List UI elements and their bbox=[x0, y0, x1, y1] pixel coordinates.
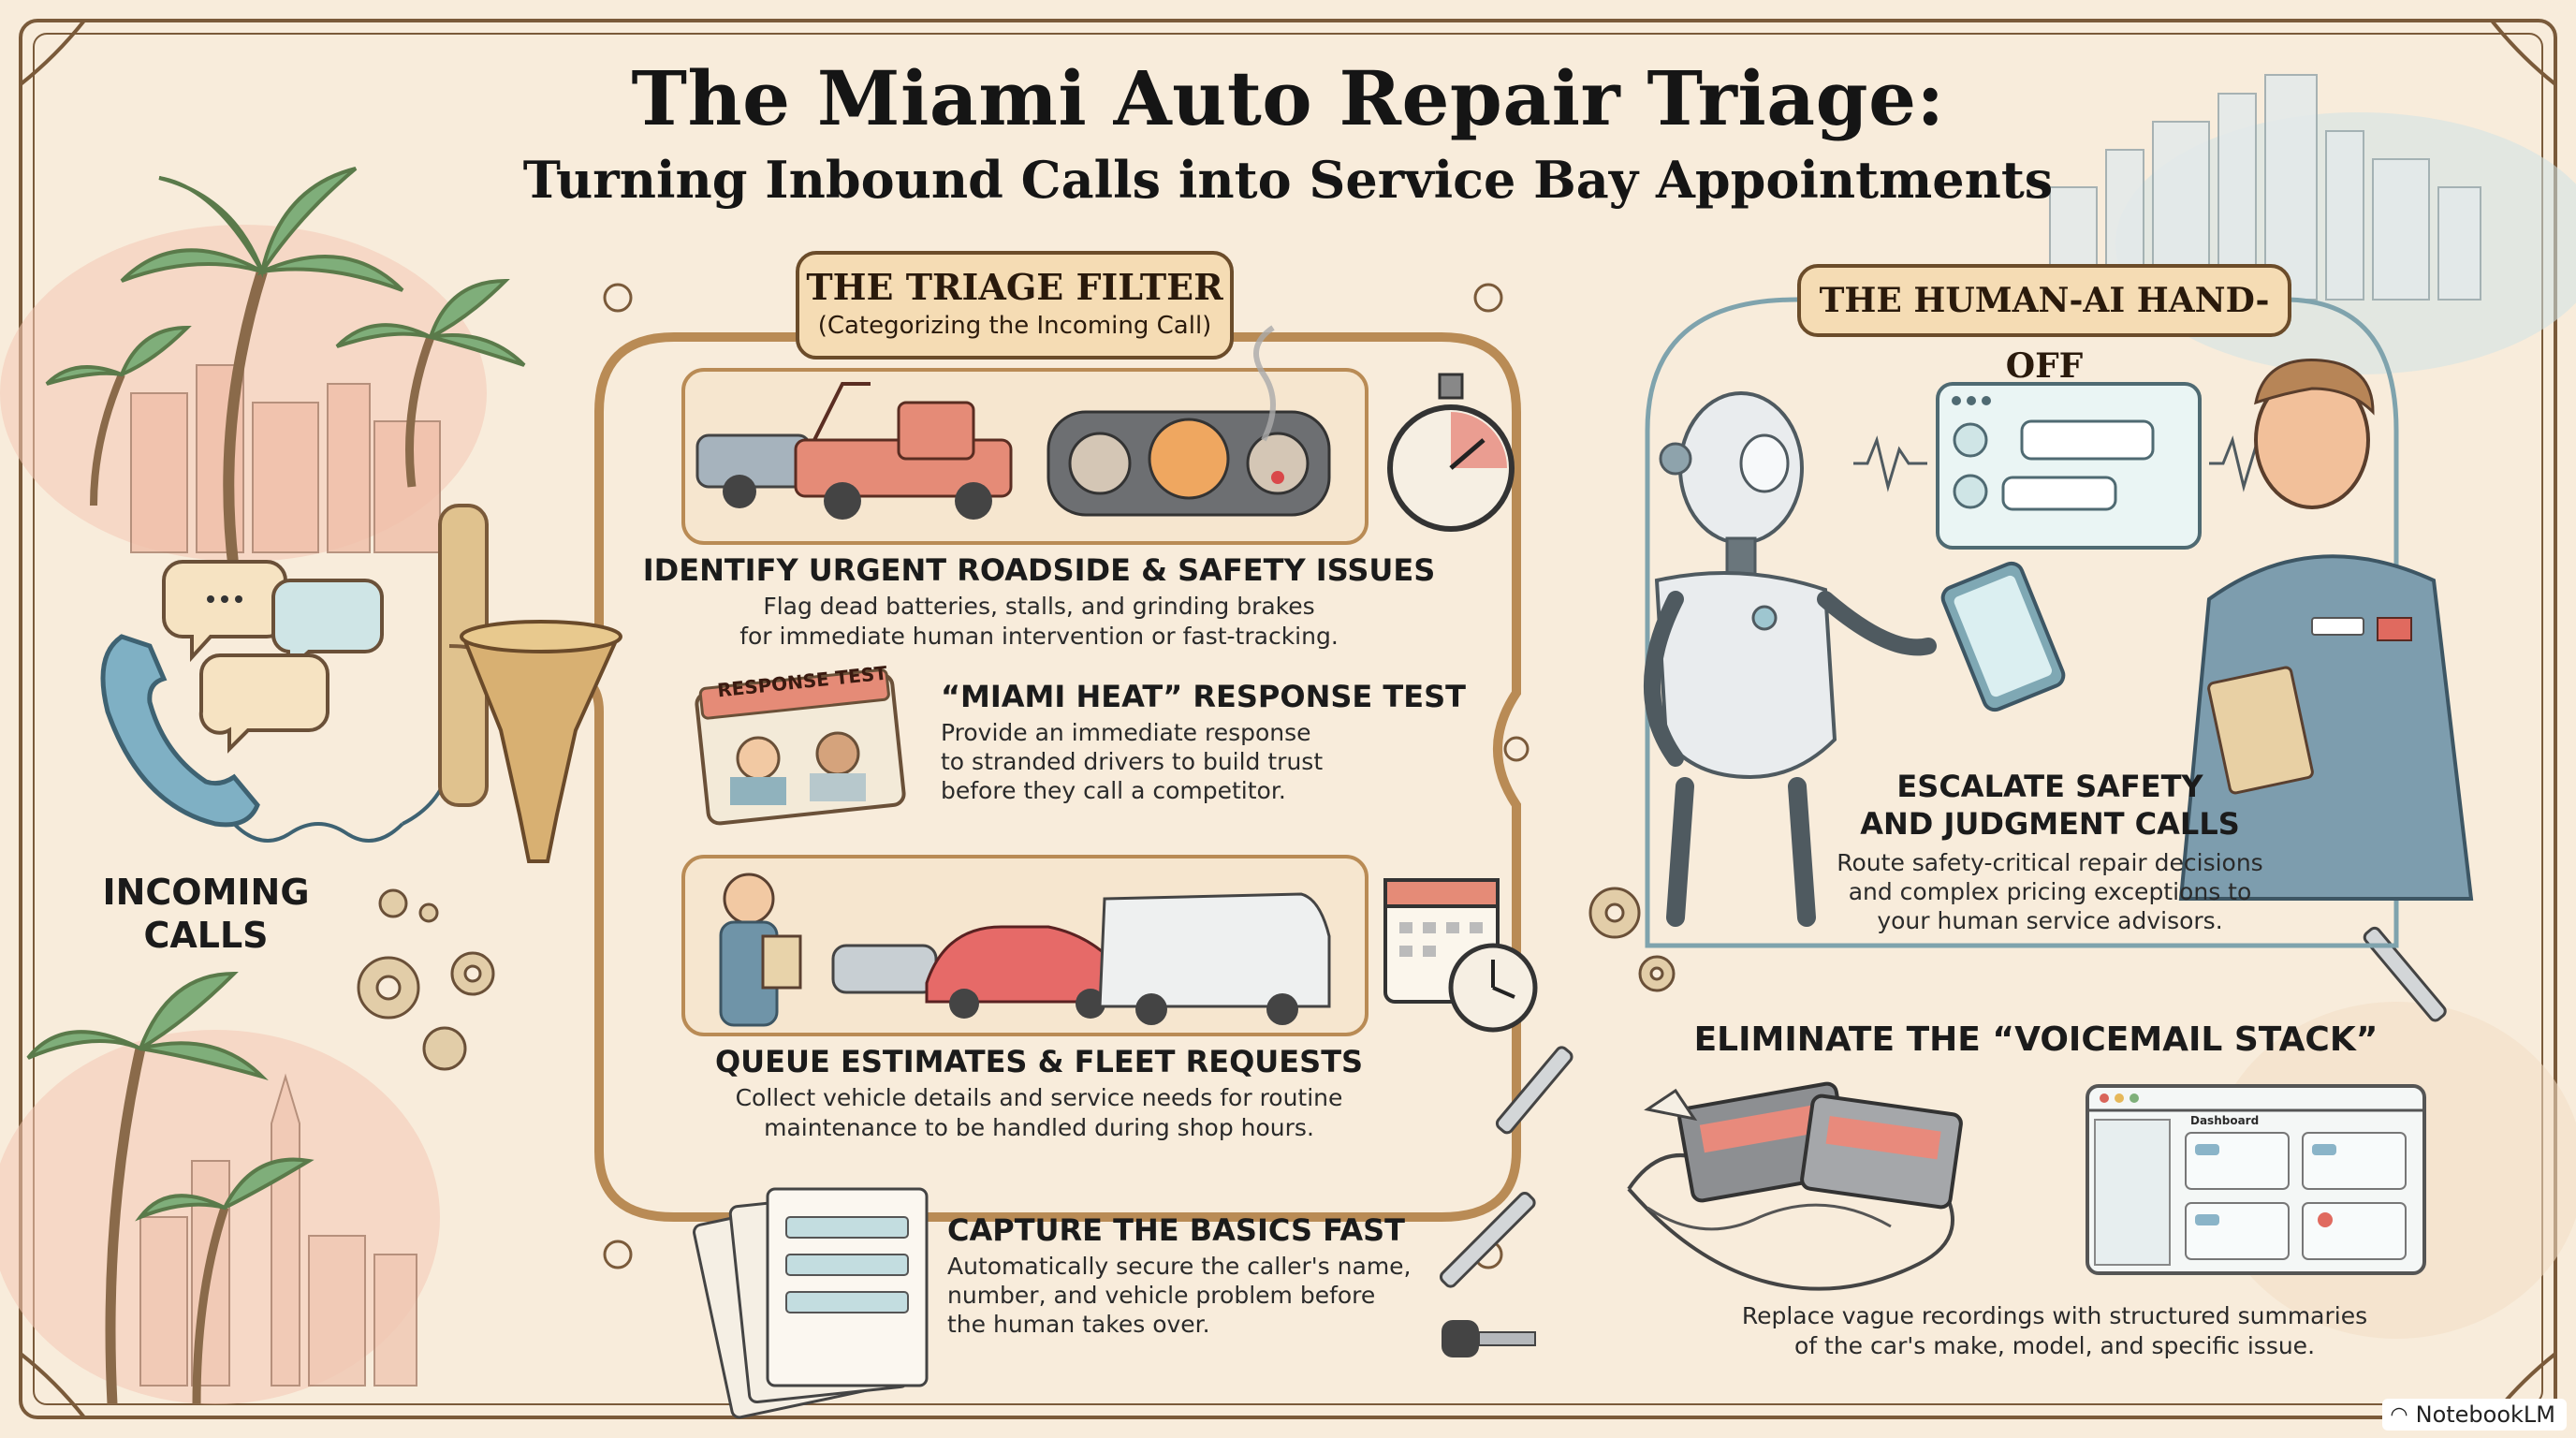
triage-item-line: Automatically secure the caller's name, bbox=[947, 1253, 1412, 1280]
speech-bubble-icon bbox=[162, 560, 384, 754]
notebooklm-badge: ◠ NotebookLM bbox=[2382, 1399, 2567, 1431]
handoff-heading-line2: AND JUDGMENT CALLS bbox=[1860, 806, 2240, 842]
car-icon bbox=[831, 925, 1125, 1019]
voicemail-line: of the car's make, model, and specific i… bbox=[1793, 1332, 2316, 1359]
triage-item-heading: “MIAMI HEAT” RESPONSE TEST bbox=[941, 679, 1466, 714]
triage-filter-subtitle: (Categorizing the Incoming Call) bbox=[817, 312, 1212, 340]
voicemail-heading: ELIMINATE THE “VOICEMAIL STACK” bbox=[1693, 1020, 2378, 1059]
handoff-escalate: ESCALATE SAFETY AND JUDGMENT CALLS Route… bbox=[1769, 768, 2331, 935]
incoming-label-line2: CALLS bbox=[143, 915, 269, 956]
palm-tree-icon bbox=[45, 167, 526, 572]
cassette-tapes-icon bbox=[1627, 1081, 1963, 1291]
handoff-heading-line1: ESCALATE SAFETY bbox=[1896, 769, 2203, 804]
outer-frame bbox=[19, 19, 2557, 1419]
tablet-icon bbox=[1940, 561, 2066, 712]
skyline-bottom-left bbox=[139, 1073, 417, 1387]
fleet-panel bbox=[681, 855, 1368, 1036]
dashboard-title: Dashboard bbox=[2190, 1114, 2260, 1127]
triage-item-line: number, and vehicle problem before bbox=[947, 1282, 1376, 1309]
voicemail-line: Replace vague recordings with structured… bbox=[1741, 1302, 2368, 1329]
gear-icon bbox=[357, 888, 495, 1071]
notebooklm-logo-icon: ◠ bbox=[2390, 1402, 2408, 1427]
stopwatch-icon bbox=[1387, 373, 1515, 532]
mechanic-icon bbox=[719, 873, 802, 1027]
roadside-panel bbox=[681, 325, 1368, 545]
notebooklm-brand: NotebookLM bbox=[2415, 1401, 2555, 1428]
palm-tree-bottom-icon bbox=[26, 971, 315, 1405]
triage-item-heading: QUEUE ESTIMATES & FLEET REQUESTS bbox=[714, 1044, 1364, 1079]
van-icon bbox=[1098, 892, 1331, 1025]
triage-item-heading: IDENTIFY URGENT ROADSIDE & SAFETY ISSUES bbox=[642, 552, 1436, 588]
triage-filter-label: THE TRIAGE FILTER (Categorizing the Inco… bbox=[796, 251, 1234, 360]
robot-icon bbox=[1644, 391, 1937, 927]
chat-window-icon bbox=[1853, 382, 2283, 550]
incoming-label-line1: INCOMING bbox=[102, 872, 310, 913]
skyline-top-left bbox=[130, 364, 441, 553]
page-title: The Miami Auto Repair Triage: bbox=[631, 54, 1945, 142]
page-subtitle: Turning Inbound Calls into Service Bay A… bbox=[522, 150, 2054, 210]
wrench-icon bbox=[1439, 926, 2447, 1288]
triage-frame-scrolls bbox=[603, 283, 1530, 1269]
gear-right-icon bbox=[1588, 887, 1676, 992]
triage-item-queue: QUEUE ESTIMATES & FLEET REQUESTS Collect… bbox=[637, 1044, 1442, 1143]
clock-icon bbox=[1448, 943, 1538, 1033]
response-test-card bbox=[695, 668, 906, 826]
dashboard-window bbox=[2086, 1084, 2426, 1275]
handoff-frame bbox=[1645, 297, 2399, 948]
form-documents-icon bbox=[693, 1187, 929, 1419]
incoming-calls-label: INCOMING CALLS bbox=[84, 871, 328, 957]
triage-item-line: Collect vehicle details and service need… bbox=[735, 1084, 1343, 1111]
triage-filter-title: THE TRIAGE FILTER bbox=[806, 266, 1223, 308]
triage-item-line: to stranded drivers to build trust bbox=[941, 748, 1324, 775]
tow-truck-icon bbox=[695, 382, 1013, 520]
triage-item-line: for immediate human intervention or fast… bbox=[739, 623, 1339, 650]
triage-item-heading: CAPTURE THE BASICS FAST bbox=[947, 1212, 1405, 1248]
handoff-line: your human service advisors. bbox=[1877, 907, 2223, 934]
triage-item-capture: CAPTURE THE BASICS FAST Automatically se… bbox=[947, 1212, 1471, 1339]
voicemail-description: Replace vague recordings with structured… bbox=[1666, 1301, 2443, 1361]
handoff-line: and complex pricing exceptions to bbox=[1848, 878, 2252, 905]
triage-item-line: the human takes over. bbox=[947, 1311, 1210, 1338]
technician-icon bbox=[2178, 359, 2474, 901]
car-key-icon bbox=[1442, 1320, 1536, 1357]
triage-item-line: before they call a competitor. bbox=[941, 777, 1286, 804]
handoff-line: Route safety-critical repair decisions bbox=[1837, 849, 2263, 876]
speech-bubble-dots bbox=[207, 595, 242, 603]
triage-item-urgent: IDENTIFY URGENT ROADSIDE & SAFETY ISSUES… bbox=[637, 552, 1442, 652]
dashboard-gauge-icon bbox=[1046, 325, 1331, 517]
triage-item-response: “MIAMI HEAT” RESPONSE TEST Provide an im… bbox=[941, 679, 1502, 805]
triage-item-line: Provide an immediate response bbox=[941, 719, 1311, 746]
triage-item-line: Flag dead batteries, stalls, and grindin… bbox=[763, 593, 1315, 620]
triage-item-line: maintenance to be handled during shop ho… bbox=[764, 1114, 1314, 1141]
funnel-icon bbox=[438, 504, 622, 863]
handoff-title-label: THE HUMAN-AI HAND-OFF bbox=[1797, 264, 2291, 386]
